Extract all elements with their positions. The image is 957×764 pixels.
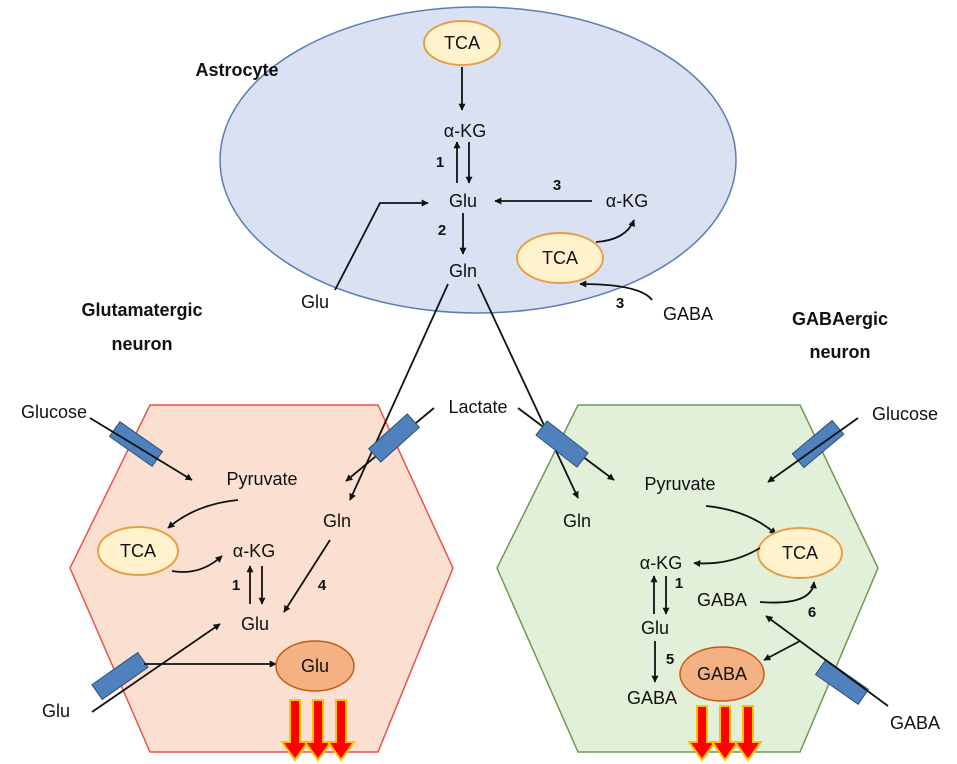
astro-tca-top: TCA <box>444 33 480 53</box>
gaba-glu: Glu <box>641 618 669 638</box>
astro-gln: Gln <box>449 261 477 281</box>
gaba-gaba-mid: GABA <box>697 590 747 610</box>
astro-tca-inner: TCA <box>542 248 578 268</box>
glut-step-1: 1 <box>232 577 240 594</box>
glut-lactate-transporter <box>367 413 421 463</box>
gaba-gaba-vesicle: GABA <box>697 664 747 684</box>
astro-step-1: 1 <box>436 154 444 171</box>
astro-step-3b: 3 <box>616 295 624 312</box>
astro-akg-top: α-KG <box>444 121 486 141</box>
glut-step-4: 4 <box>318 577 327 594</box>
glut-release-arrow-1 <box>280 699 310 762</box>
astro-step-3a: 3 <box>553 177 561 194</box>
glut-glu-transporter <box>91 651 149 701</box>
glut-glu-uptake-arrow <box>91 623 221 713</box>
glut-vesicle <box>275 640 355 692</box>
gaba-akg: α-KG <box>640 553 682 573</box>
gabaergic-label-line2: neuron <box>810 342 871 362</box>
glut-tca-to-akg-arrow <box>171 555 223 573</box>
astro-gaba-uptake-arrow <box>579 280 653 301</box>
gaba-step-5: 5 <box>666 651 674 668</box>
gabaergic-label-line1: GABAergic <box>792 309 888 329</box>
glut-glucose-label: Glucose <box>21 402 87 422</box>
gaba-gaba-low: GABA <box>627 688 677 708</box>
gaba-uptake-to-vesicle-arrow <box>763 640 801 661</box>
gaba-glucose-arrow <box>767 417 859 483</box>
glut-glu: Glu <box>241 614 269 634</box>
gaba-release-arrow-1 <box>687 705 717 762</box>
gaba-pyruvate-to-tca-arrow <box>705 505 777 535</box>
glut-glu-vesicle: Glu <box>301 656 329 676</box>
astro-tca-to-akg-arrow <box>595 219 635 243</box>
glut-tca: TCA <box>120 541 156 561</box>
gaba-gln: Gln <box>563 511 591 531</box>
gaba-uptake-arrow <box>765 615 889 707</box>
astro-glu-outside: Glu <box>301 292 329 312</box>
glut-gln: Gln <box>323 511 351 531</box>
astro-gaba-outside: GABA <box>663 304 713 324</box>
glut-glucose-arrow <box>89 417 193 481</box>
glut-pyruvate-to-tca-arrow <box>167 499 239 529</box>
gaba-tca: TCA <box>782 543 818 563</box>
gaba-gaba-outside: GABA <box>890 713 940 733</box>
astro-tca-inner-oval <box>516 232 604 284</box>
glutamatergic-label-line1: Glutamatergic <box>81 300 202 320</box>
glut-gln-to-glu-arrow <box>283 539 331 613</box>
gabaergic-neuron-cell <box>496 404 879 753</box>
glut-glu-outside: Glu <box>42 701 70 721</box>
gaba-lactate-transporter <box>535 420 589 468</box>
astro-glu: Glu <box>449 191 477 211</box>
gaba-gaba-transporter <box>814 659 870 705</box>
glut-pyruvate: Pyruvate <box>226 469 297 489</box>
gaba-step-6: 6 <box>808 604 816 621</box>
gaba-pyruvate: Pyruvate <box>644 474 715 494</box>
astro-akg-right: α-KG <box>606 191 648 211</box>
astro-tca-top-oval <box>423 20 501 66</box>
glut-release-arrow-3 <box>326 699 356 762</box>
gaba-release-arrows <box>687 705 763 762</box>
astrocyte-cell <box>219 6 737 314</box>
glut-tca-oval <box>97 526 179 576</box>
lactate-label: Lactate <box>448 397 507 417</box>
gaba-gaba-to-tca-arrow <box>759 581 817 604</box>
astro-glu-uptake-arrow <box>334 199 429 291</box>
gaba-step-1: 1 <box>675 575 683 592</box>
glut-release-arrows <box>280 699 356 762</box>
gaba-tca-oval <box>757 527 843 579</box>
astrocyte-label: Astrocyte <box>195 60 278 80</box>
gaba-release-arrow-2 <box>710 705 740 762</box>
gaba-tca-to-akg-arrow <box>693 547 761 568</box>
glut-release-arrow-2 <box>303 699 333 762</box>
gln-to-gaba-neuron-arrow <box>477 283 579 499</box>
glutamatergic-label-line2: neuron <box>112 334 173 354</box>
gaba-vesicle <box>679 646 765 702</box>
gaba-glucose-label: Glucose <box>872 404 938 424</box>
astro-step-2: 2 <box>438 222 446 239</box>
gaba-release-arrow-3 <box>733 705 763 762</box>
glut-akg: α-KG <box>233 541 275 561</box>
